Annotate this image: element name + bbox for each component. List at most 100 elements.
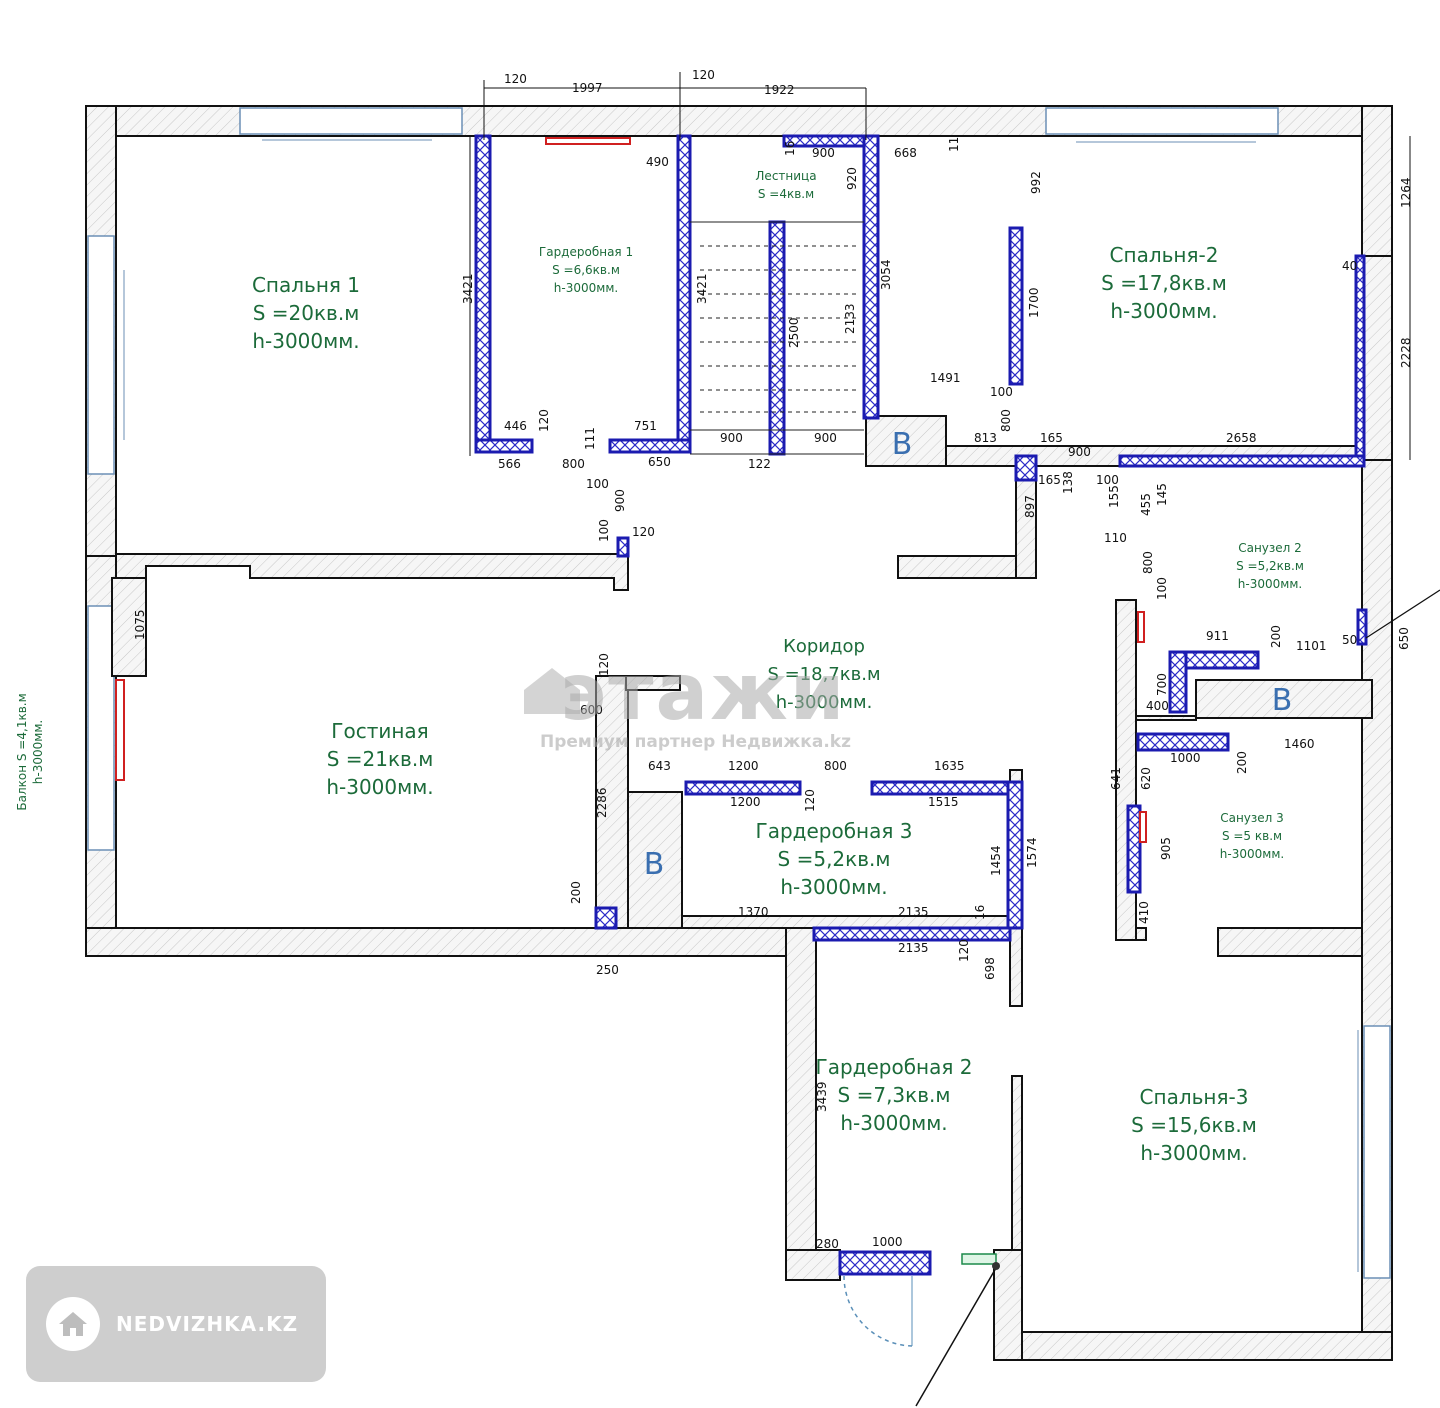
room-height: h-3000мм. <box>1238 577 1302 591</box>
badge-text: NEDVIZHKA.KZ <box>116 1312 299 1336</box>
dim-label: 1200 <box>730 795 761 809</box>
balcony-area: Балкон S =4,1кв.м <box>15 693 29 810</box>
room-height: h-3000мм. <box>1220 847 1284 861</box>
room-living: Гостиная S =21кв.м h-3000мм. <box>326 719 433 799</box>
dim-label: 50 <box>1342 633 1357 647</box>
dim-label: 700 <box>1155 673 1169 696</box>
dim-label: 100 <box>990 385 1013 399</box>
dim-label: 641 <box>1109 767 1123 790</box>
dim-label: 800 <box>1141 551 1155 574</box>
room-name: Санузел 2 <box>1238 541 1302 555</box>
dim-label: 1000 <box>872 1235 903 1249</box>
dim-label: 643 <box>648 759 671 773</box>
dim-label: 2658 <box>1226 431 1257 445</box>
room-height: h-3000мм. <box>1110 299 1217 323</box>
balcony-height: h-3000мм. <box>31 720 45 784</box>
dim-label: 3421 <box>695 273 709 304</box>
dim-label: 3054 <box>879 259 893 290</box>
dim-label: 698 <box>983 957 997 980</box>
room-name: Спальня-3 <box>1140 1085 1249 1109</box>
dim-label: 1101 <box>1296 639 1327 653</box>
dim-label: 800 <box>562 457 585 471</box>
dim-label: 120 <box>803 789 817 812</box>
room-area: S =17,8кв.м <box>1101 271 1227 295</box>
room-area: S =4кв.м <box>758 187 814 201</box>
dim-label: 410 <box>1137 901 1151 924</box>
partitions <box>474 134 1368 1276</box>
dim-label: 566 <box>498 457 521 471</box>
windows <box>87 107 1391 1279</box>
dim-label: 122 <box>748 457 771 471</box>
dim-label: 110 <box>1104 531 1127 545</box>
dim-label: 650 <box>1397 627 1411 650</box>
dim-label: 155 <box>1107 485 1121 508</box>
site-badge[interactable]: NEDVIZHKA.KZ <box>26 1266 326 1382</box>
dim-label: 280 <box>816 1237 839 1251</box>
room-height: h-3000мм. <box>1140 1141 1247 1165</box>
dim-label: 2135 <box>898 941 929 955</box>
room-height: h-3000мм. <box>840 1111 947 1135</box>
dim-label: 455 <box>1139 493 1153 516</box>
dim-label: 120 <box>957 939 971 962</box>
dim-label: 40 <box>1342 259 1357 273</box>
room-corridor: Коридор S =18,7кв.м h-3000мм. <box>767 636 880 713</box>
dim-label: 911 <box>1206 629 1229 643</box>
dim-label: 751 <box>634 419 657 433</box>
dim-label: 600 <box>580 703 603 717</box>
dim-label: 11 <box>947 137 961 152</box>
room-area: S =6,6кв.м <box>552 263 620 277</box>
room-name: Спальня 1 <box>252 273 360 297</box>
dim-label: 1997 <box>572 81 603 95</box>
dim-label: 900 <box>812 146 835 160</box>
dim-label: 813 <box>974 431 997 445</box>
dim-label: 2228 <box>1399 337 1413 368</box>
dim-label: 200 <box>1269 625 1283 648</box>
staircase <box>690 221 864 455</box>
dim-label: 2133 <box>843 303 857 334</box>
dim-label: 800 <box>824 759 847 773</box>
room-name: Спальня-2 <box>1110 243 1219 267</box>
dim-label: 1491 <box>930 371 961 385</box>
dim-label: 1635 <box>934 759 965 773</box>
dim-label: 900 <box>814 431 837 445</box>
dim-label: 120 <box>504 72 527 86</box>
dim-label: 2500 <box>787 317 801 348</box>
room-area: S =20кв.м <box>253 301 360 325</box>
dim-label: 120 <box>632 525 655 539</box>
dim-label: 400 <box>1146 699 1169 713</box>
room-area: S =5,2кв.м <box>1236 559 1304 573</box>
radiators <box>115 137 1147 843</box>
balcony-label: Балкон S =4,1кв.м h-3000мм. <box>15 693 45 810</box>
dim-label: 1454 <box>989 845 1003 876</box>
dim-label: 920 <box>845 167 859 190</box>
room-height: h-3000мм. <box>776 692 873 713</box>
room-name: Лестница <box>755 169 816 183</box>
room-bath3: Санузел 3 S =5 кв.м h-3000мм. <box>1220 811 1284 861</box>
dim-label: 1370 <box>738 905 769 919</box>
dim-label: 800 <box>999 409 1013 432</box>
dim-label: 3439 <box>815 1081 829 1112</box>
room-area: S =5,2кв.м <box>778 847 891 871</box>
dim-label: 1574 <box>1025 837 1039 868</box>
dim-label: 1200 <box>728 759 759 773</box>
dim-label: 900 <box>720 431 743 445</box>
house-icon <box>46 1297 100 1351</box>
dim-label: 668 <box>894 146 917 160</box>
dim-label: 1922 <box>764 83 795 97</box>
dim-label: 2286 <box>595 787 609 818</box>
dim-label: 200 <box>1235 751 1249 774</box>
room-name: Гостиная <box>331 719 428 743</box>
room-area: S =21кв.м <box>327 747 434 771</box>
dim-label: 165 <box>1040 431 1063 445</box>
dim-label: 1700 <box>1027 287 1041 318</box>
room-area: S =15,6кв.м <box>1131 1113 1257 1137</box>
dim-label: 905 <box>1159 837 1173 860</box>
dim-label: 111 <box>583 427 597 450</box>
dim-label: 2135 <box>898 905 929 919</box>
dim-label: 100 <box>597 519 611 542</box>
room-name: Коридор <box>783 636 865 657</box>
dim-label: 1264 <box>1399 177 1413 208</box>
dim-label: 120 <box>692 68 715 82</box>
room-closet2: Гардеробная 2 S =7,3кв.м h-3000мм. <box>816 1055 973 1135</box>
